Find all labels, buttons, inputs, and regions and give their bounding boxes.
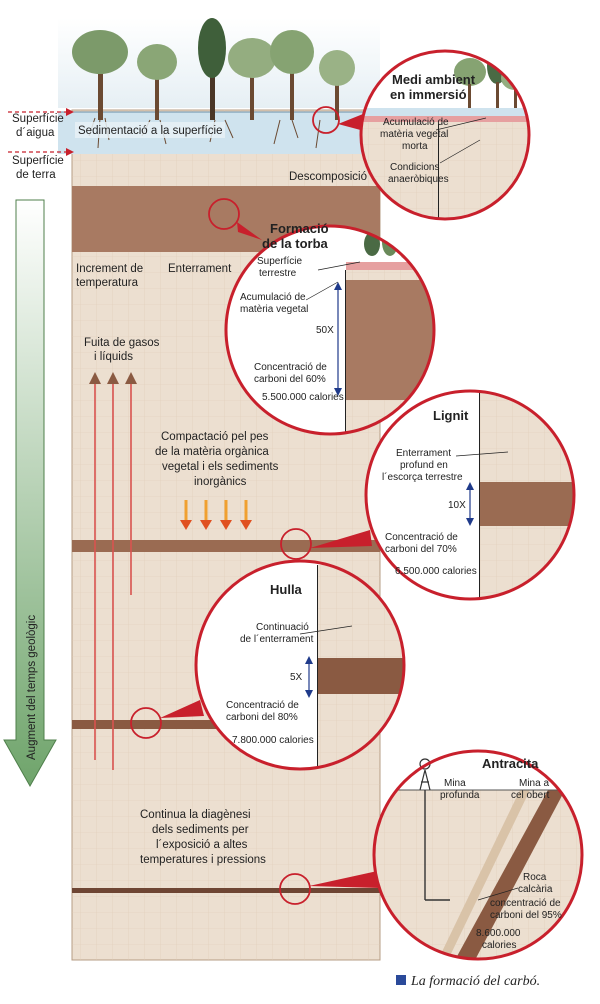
lignite-carbon-2: carboni del 70% — [385, 544, 457, 555]
peat-accumulation-2: matèria vegetal — [240, 304, 308, 315]
gas-leak-label-1: Fuita de gasos — [84, 337, 160, 349]
diagenesis-label-2: dels sediments per — [152, 824, 249, 836]
water-surface-label-2: d´aigua — [16, 127, 55, 139]
peat-accumulation-1: Acumulació de — [240, 292, 306, 303]
coal-magnifier: Hulla Continuació de l´enterrament 5X Co… — [194, 559, 406, 771]
lignite-seam — [72, 540, 380, 552]
caption: La formació del carbó. — [410, 974, 540, 989]
lignite-magnifier: Lignit Enterrament profund en l´escorça … — [364, 389, 576, 601]
coal-carbon-2: carboni del 80% — [226, 712, 298, 723]
anthracite-open-pit-1: Mina a — [519, 778, 549, 789]
magnifier-markers — [130, 106, 382, 905]
anthracite-open-pit-2: cel obert — [511, 790, 550, 801]
peat-title-1: Formació — [270, 221, 329, 236]
immersion-anaerobic-2: anaeròbiques — [388, 174, 449, 185]
land-surface-label-1: Superfície — [12, 155, 64, 167]
time-axis-label: Augment del temps geològic — [26, 615, 38, 760]
surface-vegetation — [72, 18, 355, 149]
lignite-burial-2: profund en — [400, 460, 448, 471]
compaction-label-3: vegetal i els sediments — [162, 461, 279, 473]
coal-carbon-1: Concentració de — [226, 700, 299, 711]
anthracite-calories-1: 8.600.000 — [476, 928, 521, 939]
anthracite-magnifier: Antracita Mina profunda Mina a cel obert… — [372, 749, 584, 961]
temp-increase-label-1: Increment de — [76, 263, 143, 275]
diagenesis-label-4: temperatures i pressions — [140, 854, 266, 866]
peat-calories: 5.500.000 calories — [262, 392, 344, 403]
anthracite-title: Antracita — [482, 756, 539, 771]
coal-calories: 7.800.000 calories — [232, 735, 314, 746]
compaction-label-2: de la matèria orgànica — [155, 446, 269, 458]
immersion-anaerobic-1: Condicions — [390, 162, 439, 173]
water-surface-label-1: Superfície — [12, 113, 64, 125]
decomposition-label: Descomposició — [289, 171, 367, 183]
lignite-burial-3: l´escorça terrestre — [382, 471, 463, 483]
anthracite-limestone-1: Roca — [523, 872, 547, 883]
immersion-dead-matter-1: Acumulació de — [383, 117, 449, 128]
compaction-arrows — [180, 500, 252, 530]
temp-increase-label-2: temperatura — [76, 277, 139, 289]
time-arrow: Augment del temps geològic — [3, 199, 57, 788]
coal-continuation-1: Continuació — [256, 622, 309, 633]
immersion-title-2: en immersió — [390, 87, 467, 102]
peat-land-surface-2: terrestre — [259, 268, 297, 279]
anthracite-deep-mine-1: Mina — [444, 778, 466, 789]
immersion-dead-matter-2: matèria vegetal — [380, 129, 448, 140]
peat-factor: 50X — [316, 325, 334, 336]
gas-leak-label-2: i líquids — [94, 351, 133, 363]
compaction-label-1: Compactació pel pes — [161, 431, 269, 443]
burial-label: Enterrament — [168, 263, 232, 275]
coal-continuation-2: de l´enterrament — [240, 633, 314, 645]
lignite-burial-1: Enterrament — [396, 448, 451, 459]
diagenesis-label-1: Continua la diagènesi — [140, 809, 251, 821]
diagenesis-label-3: l´exposició a altes — [156, 839, 248, 851]
peat-carbon-2: carboni del 60% — [254, 374, 326, 385]
anthracite-limestone-2: calcària — [518, 884, 553, 895]
coal-title: Hulla — [270, 582, 303, 597]
anthracite-calories-2: calories — [482, 940, 516, 951]
anthracite-carbon-2: carboni del 95% — [490, 910, 562, 921]
immersion-title-1: Medi ambient — [392, 72, 476, 87]
lignite-carbon-1: Concentració de — [385, 532, 458, 543]
peat-carbon-1: Concentració de — [254, 362, 327, 373]
lignite-calories: 6.500.000 calories — [395, 566, 477, 577]
immersion-dead-matter-3: morta — [402, 141, 428, 152]
anthracite-deep-mine-2: profunda — [440, 790, 480, 801]
immersion-magnifier: Medi ambient en immersió Acumulació de m… — [359, 49, 531, 221]
lignite-factor: 10X — [448, 500, 466, 511]
land-surface-label-2: de terra — [16, 169, 56, 181]
anthracite-seam — [72, 888, 380, 893]
peat-title-2: de la torba — [262, 236, 329, 251]
compaction-label-4: inorgànics — [194, 476, 247, 488]
caption-square-icon — [396, 975, 406, 985]
peat-magnifier: Formació de la torba Superfície terrestr… — [224, 221, 436, 436]
surface-markers: Superfície d´aigua Superfície de terra — [8, 108, 74, 181]
gas-leak-arrows — [89, 372, 137, 770]
anthracite-carbon-1: concentració de — [490, 898, 561, 909]
lignite-title: Lignit — [433, 408, 469, 423]
surface-sedimentation-label: Sedimentació a la superfície — [78, 125, 222, 137]
peat-land-surface-1: Superfície — [257, 256, 302, 267]
coal-factor: 5X — [290, 672, 303, 683]
